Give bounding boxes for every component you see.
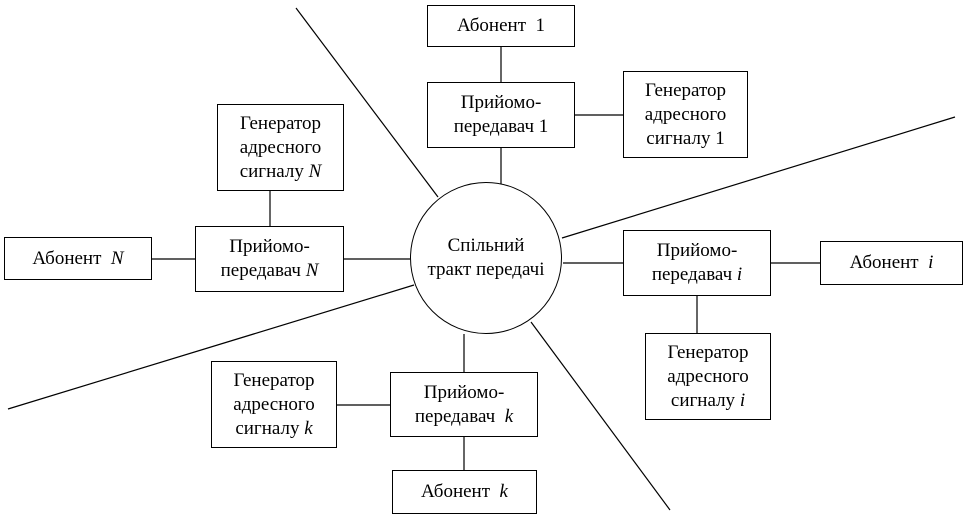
generator-index: i — [739, 389, 746, 411]
subscriber-index: i — [928, 252, 934, 273]
generator-label-line1: Генератор — [667, 341, 749, 363]
generator-label-line1: Генератор — [233, 369, 315, 391]
transceiver-label-line2: передавач — [651, 264, 733, 285]
common-transmission-path: Спільний тракт передачі — [410, 182, 562, 334]
subscriber-index: k — [499, 481, 508, 502]
transceiver-label-line2: передавач — [453, 116, 535, 137]
subscriber-N-box: Абонент N — [4, 237, 152, 280]
transceiver-label-line2: передавач — [220, 260, 301, 281]
generator-index: N — [308, 160, 322, 182]
generator-label-line3: сигналу — [239, 160, 304, 182]
subscriber-label: Абонент — [849, 252, 919, 273]
divider-line-upper-left — [295, 7, 439, 198]
generator-label-line2: адресного — [644, 103, 727, 125]
generator-index: 1 — [715, 127, 725, 149]
generator-label-line1: Генератор — [644, 79, 727, 101]
transceiver-index: k — [504, 405, 514, 427]
subscriber-label: Абонент — [32, 247, 102, 269]
generator-label-line2: адресного — [239, 136, 322, 158]
transceiver-label-line1: Прийомо- — [656, 240, 738, 261]
subscriber-k-box: Абонент k — [392, 470, 537, 514]
subscriber-label: Абонент — [457, 15, 526, 36]
transceiver-label-line1: Прийомо- — [460, 92, 542, 113]
divider-line-lower-left — [7, 284, 415, 410]
subscriber-label: Абонент — [421, 481, 491, 502]
generator-label-line3: сигналу — [646, 127, 711, 149]
generator-label-line1: Генератор — [239, 112, 322, 134]
generator-label-line2: адресного — [667, 365, 749, 387]
transceiver-index: N — [305, 260, 319, 281]
divider-line-lower-right — [530, 321, 671, 511]
generator-label-line3: сигналу — [235, 417, 300, 439]
subscriber-i-box: Абонент i — [820, 241, 963, 285]
transceiver-label-line1: Прийомо- — [423, 381, 505, 403]
divider-line-upper-right — [561, 116, 956, 239]
generator-label-line2: адресного — [233, 393, 315, 415]
subscriber-1-box: Абонент 1 — [427, 5, 575, 47]
transceiver-label-line2: передавач — [414, 405, 496, 427]
transceiver-1-box: Прийомо- передавач 1 — [427, 82, 575, 148]
generator-N-box: Генератор адресного сигналу N — [217, 104, 344, 191]
transceiver-index: 1 — [538, 116, 549, 137]
subscriber-index: N — [110, 247, 124, 269]
transceiver-index: i — [736, 264, 743, 285]
center-label-line1: Спільний — [447, 235, 525, 256]
generator-label-line3: сигналу — [670, 389, 736, 411]
transceiver-k-box: Прийомо- передавач k — [390, 372, 538, 437]
generator-index: k — [304, 417, 313, 439]
transceiver-i-box: Прийомо- передавач i — [623, 230, 771, 296]
generator-k-box: Генератор адресного сигналу k — [211, 361, 337, 448]
transceiver-label-line1: Прийомо- — [229, 236, 310, 257]
transceiver-N-box: Прийомо- передавач N — [195, 226, 344, 292]
generator-1-box: Генератор адресного сигналу 1 — [623, 71, 748, 158]
subscriber-index: 1 — [535, 15, 546, 36]
generator-i-box: Генератор адресного сигналу i — [645, 333, 771, 420]
center-label-line2: тракт передачі — [427, 259, 545, 280]
